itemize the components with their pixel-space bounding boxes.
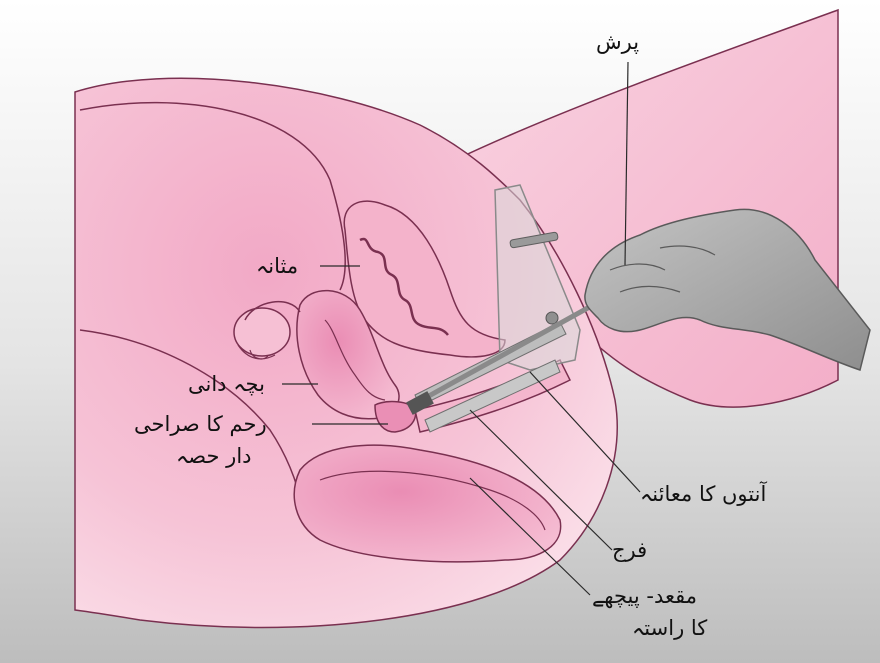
ovary bbox=[234, 308, 290, 356]
label-bowel-exam: آنتوں کا معائنہ bbox=[640, 482, 766, 507]
label-vagina: فرج bbox=[612, 538, 647, 563]
label-cervix-line2: دار حصہ bbox=[176, 444, 252, 469]
label-uterus: بچہ دانی bbox=[188, 372, 265, 397]
label-rectum-line2: کا راستہ bbox=[632, 616, 707, 641]
speculum-hinge bbox=[546, 312, 558, 324]
label-rectum-line1: مقعد- پیچھے bbox=[592, 584, 697, 609]
label-cervix-line1: رحم کا صراحی bbox=[134, 412, 267, 437]
label-brush: پرش bbox=[596, 30, 639, 55]
label-bladder: مثانہ bbox=[256, 254, 298, 279]
